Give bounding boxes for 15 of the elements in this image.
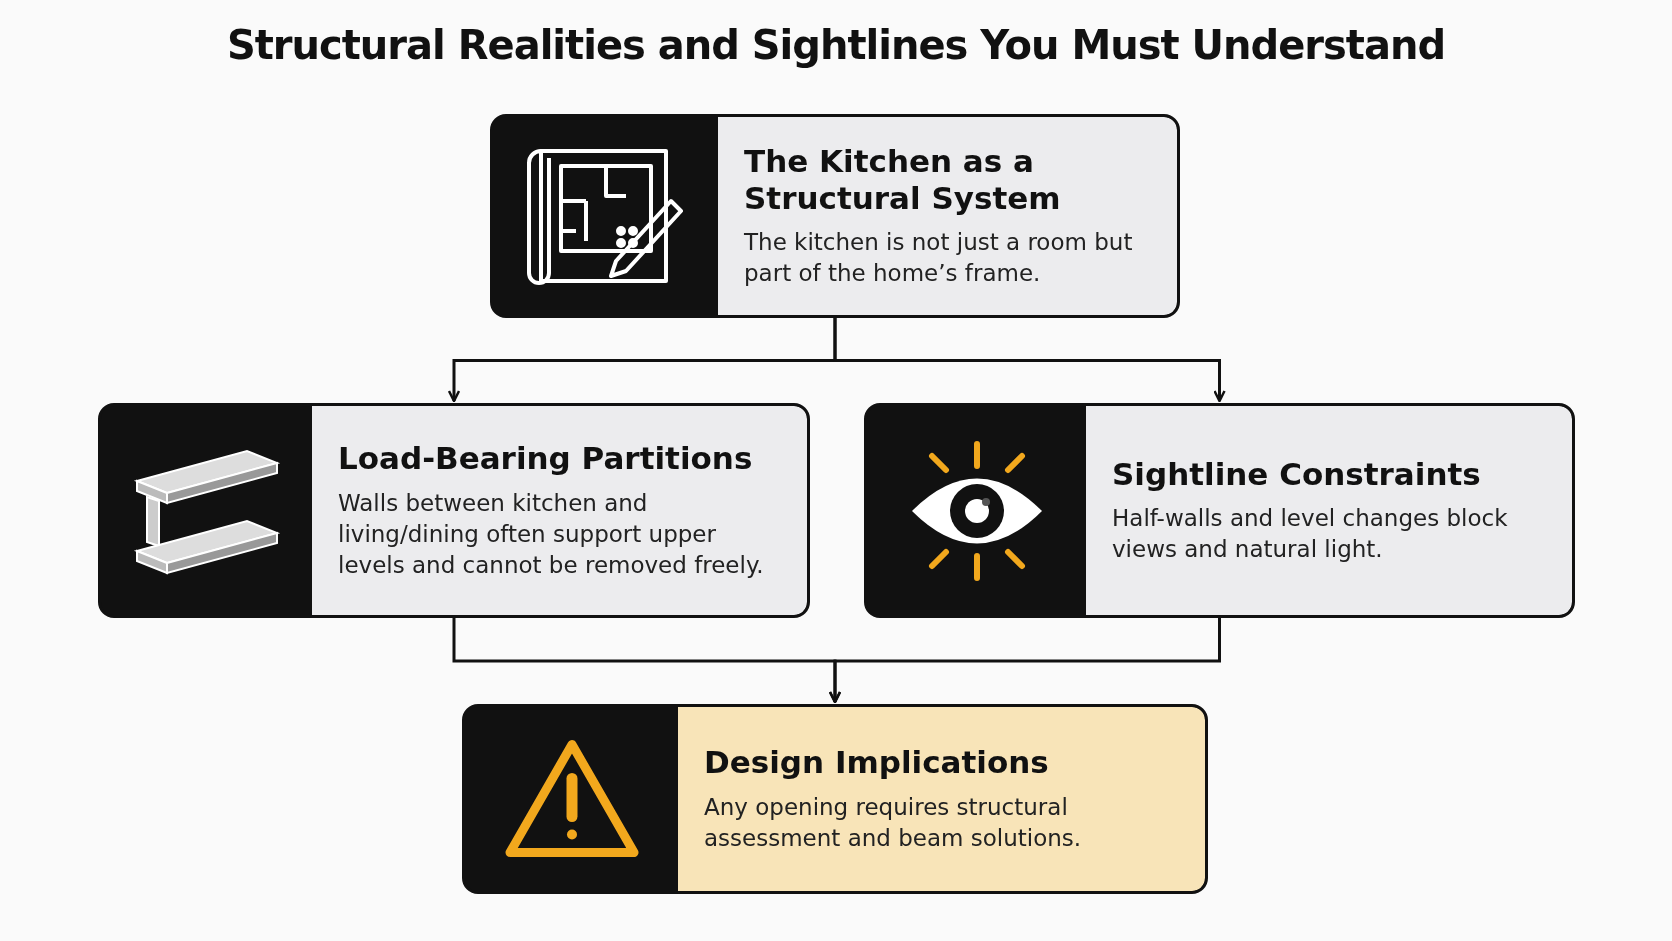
- process-card: [98, 403, 810, 618]
- diagram-title: Structural Realities and Sightlines You Must Understand: [225, 22, 1447, 68]
- arrow: [828, 618, 1221, 704]
- card-heading: Design Implications: [704, 744, 1050, 782]
- card-heading: The Kitchen as a Structural System: [744, 142, 1062, 218]
- card-heading: Sightline Constraints: [1112, 455, 1482, 494]
- card-description: Half-walls and level changes block views and natural light.: [1112, 504, 1509, 565]
- arrow: [833, 318, 1226, 403]
- card-description: Any opening requires structural assessment and beam solutions.: [704, 792, 1083, 853]
- process-card: [864, 403, 1575, 618]
- card-heading: Load-Bearing Partitions: [338, 440, 754, 478]
- process-card: [462, 704, 1208, 894]
- card-description: Walls between kitchen and living/dining often support upper levels and cannot be removed freely.: [338, 488, 765, 580]
- card-description: The kitchen is not just a room but part of the home’s frame.: [744, 228, 1134, 289]
- process-card: [490, 114, 1180, 318]
